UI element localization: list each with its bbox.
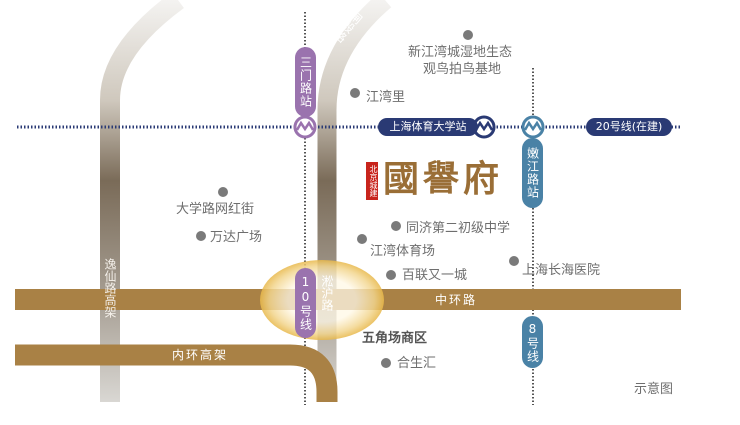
line-10-badge[interactable]: 10号线 (295, 268, 316, 338)
road-songhu (317, 0, 392, 402)
poi-label: 新江湾城湿地生态 (408, 45, 513, 60)
poi-label: 合生汇 (397, 356, 437, 371)
district-label: 五角场商区 (362, 331, 428, 346)
road-neihuan (15, 344, 338, 402)
poi-dot (196, 231, 206, 241)
poi-dot (463, 30, 473, 40)
poi-label: 同济第二初级中学 (406, 221, 511, 236)
poi-dot (391, 221, 401, 231)
poi-label: 观鸟拍鸟基地 (423, 62, 502, 77)
logo-name: 國譽府 (383, 158, 504, 200)
poi-label: 上海长海医院 (522, 263, 601, 278)
schematic-note: 示意图 (634, 382, 674, 397)
road-yixian (100, 0, 184, 402)
poi-dot (218, 187, 228, 197)
poi-label: 江湾体育场 (370, 244, 436, 259)
road-label-yixian: 逸仙路高架 (103, 258, 117, 318)
poi-label: 江湾里 (366, 90, 406, 105)
road-label-songhu: 淞沪路 (320, 275, 334, 311)
poi-label: 大学路网红街 (176, 202, 255, 217)
poi-dot (386, 270, 396, 280)
poi-label: 万达广场 (210, 230, 263, 245)
poi-dot (509, 256, 519, 266)
poi-dot (357, 234, 367, 244)
station-sanmenlu[interactable]: 三门路站 (295, 47, 316, 117)
road-label-neihuan: 内环高架 (172, 348, 229, 362)
line-8-badge[interactable]: 8号线 (522, 316, 543, 368)
poi-dot (381, 358, 391, 368)
station-nenjianglu[interactable]: 嫩江路站 (522, 138, 543, 208)
poi-dot (350, 88, 360, 98)
line-20-badge[interactable]: 20号线(在建) (586, 118, 672, 136)
metro-station-icon (293, 115, 545, 139)
road-label-zhonghuan: 中环路 (435, 293, 478, 307)
station-shanghai-sport-university[interactable]: 上海体育大学站 (378, 118, 478, 136)
logo-seal: 北京城建 (366, 162, 378, 200)
wujiaochang-highlight (260, 260, 384, 340)
poi-label: 百联又一城 (402, 268, 468, 283)
